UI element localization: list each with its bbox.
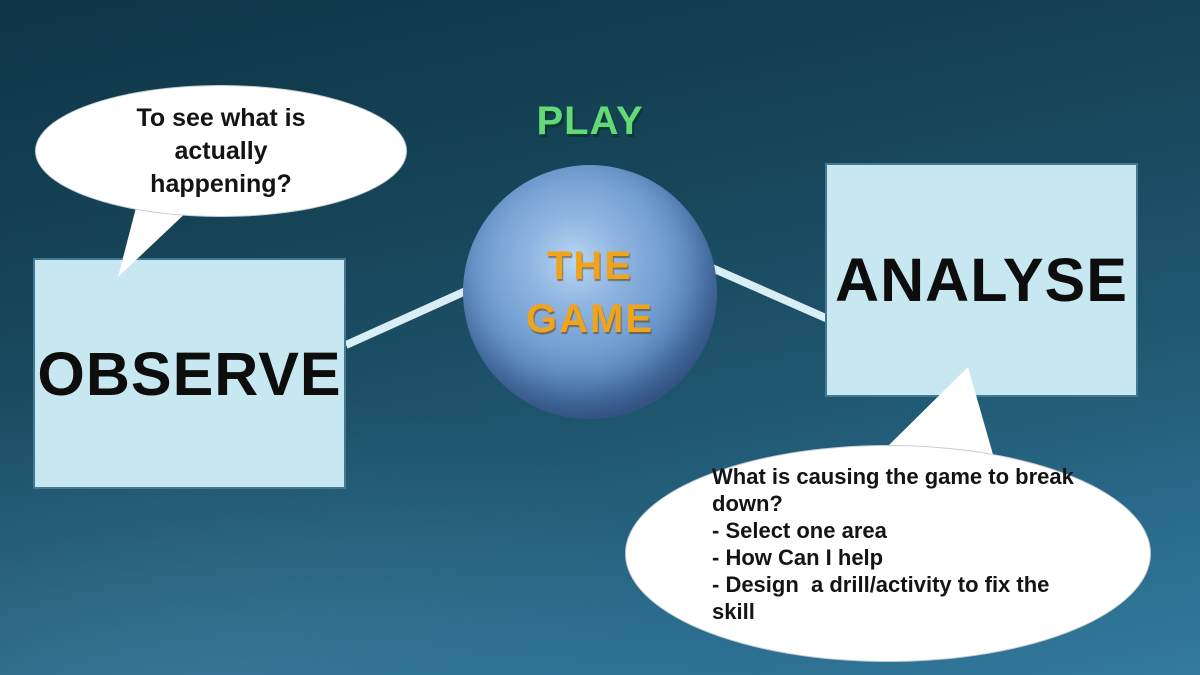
observe-box-label: OBSERVE (37, 339, 342, 408)
connector-observe-to-game (344, 286, 470, 349)
analyse-box: ANALYSE (825, 163, 1138, 397)
observe-speech-bubble: To see what is actually happening? (35, 85, 407, 217)
observe-bubble-tail (118, 200, 192, 277)
connector-game-to-analyse (710, 264, 830, 323)
analyse-speech-bubble: What is causing the game to break down? … (625, 445, 1151, 662)
observe-bubble-text: To see what is actually happening? (136, 103, 306, 198)
play-label: PLAY (536, 99, 644, 143)
observe-box: OBSERVE (33, 258, 346, 489)
analyse-bubble-tail (886, 367, 994, 458)
analyse-box-label: ANALYSE (835, 246, 1128, 314)
game-sphere-label: THE GAME (526, 244, 654, 341)
analyse-bubble-text: What is causing the game to break down? … (712, 464, 1074, 624)
game-sphere (463, 165, 717, 419)
